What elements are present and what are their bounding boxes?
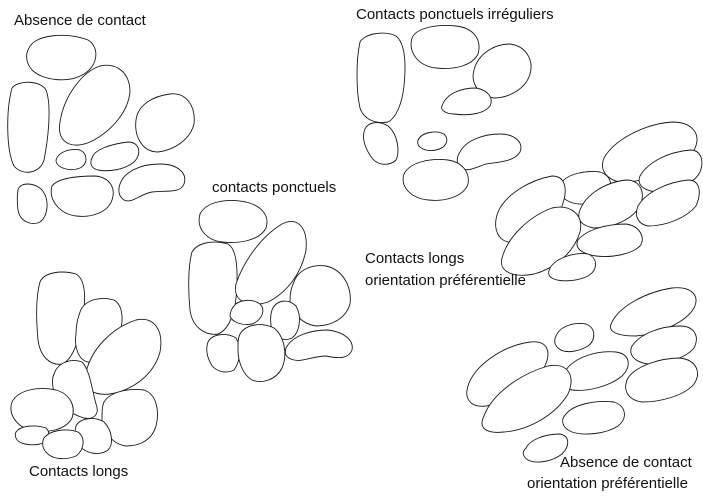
grain: [577, 224, 642, 257]
grain: [411, 26, 479, 69]
grain: [91, 142, 139, 171]
grain-group-absence-contact: [8, 35, 195, 223]
grain: [403, 160, 468, 201]
grain: [119, 164, 185, 201]
label-absence-de-contact: Absence de contact: [14, 9, 146, 33]
grain: [363, 123, 397, 165]
grain-group-contacts-ponctuels: [189, 201, 353, 382]
grain: [51, 176, 113, 216]
grain-group-absence-orientation: [467, 288, 698, 462]
grain-group-contacts-ponctuels-irreguliers: [357, 26, 531, 201]
grain: [207, 335, 240, 372]
label-absence-orientation-line2: orientation préférentielle: [527, 472, 688, 496]
grain: [17, 184, 47, 224]
grain: [56, 149, 86, 169]
label-contacts-longs-orientation-line1: Contacts longs: [365, 247, 464, 271]
grain: [418, 132, 447, 151]
label-contacts-longs-orientation-line2: orientation préférentielle: [365, 269, 526, 293]
grain: [457, 134, 521, 170]
label-contacts-ponctuels-irreguliers: Contacts ponctuels irréguliers: [356, 3, 554, 27]
grain-group-contacts-longs-orientation: [496, 122, 702, 281]
grain: [189, 242, 237, 334]
grain: [199, 201, 267, 243]
grain: [238, 325, 285, 382]
grain: [563, 352, 629, 391]
grain: [626, 358, 698, 402]
grain: [442, 88, 492, 115]
grain: [563, 402, 625, 435]
grain: [27, 35, 96, 79]
grain: [357, 33, 405, 122]
grain: [43, 430, 83, 459]
label-contacts-ponctuels: contacts ponctuels: [212, 176, 336, 200]
grain: [136, 94, 195, 152]
label-contacts-longs: Contacts longs: [29, 460, 128, 484]
grain: [11, 389, 73, 432]
grain: [8, 82, 49, 172]
grain-group-contacts-longs: [11, 272, 161, 459]
grain: [555, 324, 594, 352]
